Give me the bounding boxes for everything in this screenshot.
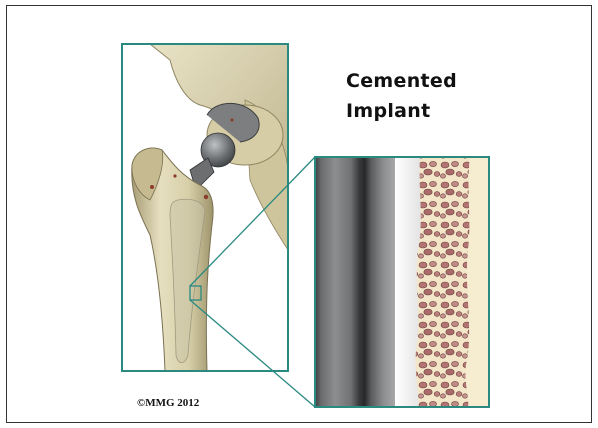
implant-stem <box>315 157 395 407</box>
hip-joint-panel <box>122 44 288 371</box>
copyright-notice: ©MMG 2012 <box>137 397 199 409</box>
title-line-2: Implant <box>346 96 457 126</box>
diagram-title: Cemented Implant <box>346 66 457 126</box>
cortical-bone <box>466 157 489 407</box>
magnified-section-panel <box>315 157 489 407</box>
trabecular-bone <box>416 157 470 407</box>
title-line-1: Cemented <box>346 66 457 96</box>
